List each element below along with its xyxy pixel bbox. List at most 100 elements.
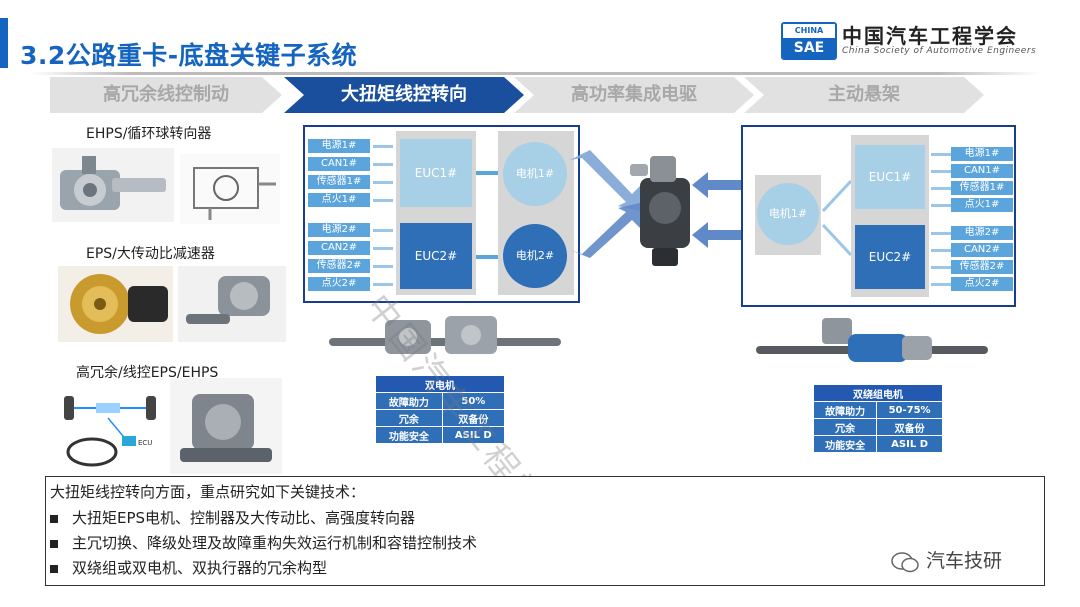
bullet-square-icon (50, 514, 58, 523)
io-can2: CAN2# (308, 241, 370, 255)
dual-winding-rack-image (752, 314, 992, 376)
reducer-icon (178, 266, 286, 342)
tab-label: 高冗余线控制动 (103, 84, 229, 105)
io-ignition2: 点火2# (308, 277, 370, 291)
dual-motor-rack-image (325, 308, 565, 368)
io-ignition1: 点火1# (308, 193, 370, 207)
io-sensor1: 传感器1# (951, 181, 1013, 195)
link-arrow (476, 171, 498, 175)
io-power2: 电源2# (951, 226, 1013, 240)
io-sensor2: 传感器2# (308, 259, 370, 273)
gearbox-sketch-icon (180, 154, 280, 224)
label-eps: EPS/大传动比减速器 (86, 246, 215, 262)
ehps-image (52, 148, 174, 222)
label-redundant: 高冗余/线控EPS/EHPS (76, 365, 219, 381)
io-can1: CAN1# (951, 164, 1013, 178)
wechat-source: 汽车技研 (890, 546, 1002, 574)
tab-label: 大扭矩线控转向 (341, 84, 467, 105)
ecu-label: ECU (138, 439, 152, 447)
logo-bottom-text: SAE (783, 38, 835, 58)
flow-arrows (570, 150, 760, 258)
motor-icon (58, 266, 173, 342)
accent-bar (0, 18, 8, 68)
euc2-block: EUC2# (400, 223, 472, 289)
io-sensor2: 传感器2# (951, 260, 1013, 274)
io-power1: 电源1# (951, 147, 1013, 161)
eps-motor-image (58, 266, 173, 342)
io-power2: 电源2# (308, 223, 370, 237)
actuator-icon (170, 378, 282, 474)
motor1-block: 电机1# (503, 142, 567, 206)
tab-edrive[interactable]: 高功率集成电驱 (514, 77, 754, 113)
bullet-item: 大扭矩EPS电机、控制器及大传动比、高强度转向器 (50, 507, 415, 528)
org-name-cn: 中国汽车工程学会 (842, 24, 1018, 48)
io-can2: CAN2# (951, 243, 1013, 257)
euc1-block: EUC1# (400, 139, 472, 207)
bullet-square-icon (50, 564, 58, 573)
bullet-square-icon (50, 539, 58, 548)
link-arrows (821, 179, 853, 257)
spec-key: 冗余 (812, 418, 878, 436)
reducer-image (178, 266, 286, 342)
bullet-text: 主冗切换、降级处理及故障重构失效运行机制和容错控制技术 (72, 534, 478, 552)
tab-brake[interactable]: 高冗余线控制动 (50, 77, 282, 113)
actuator-assembly-icon (630, 156, 690, 266)
spec-value: 双备份 (876, 418, 943, 436)
euc2-block: EUC2# (855, 225, 925, 289)
io-sensor1: 传感器1# (308, 175, 370, 189)
io-ignition1: 点火1# (951, 198, 1013, 212)
bullet-text: 双绕组或双电机、双执行器的冗余构型 (72, 559, 328, 577)
euc1-block: EUC1# (855, 145, 925, 209)
tab-steering[interactable]: 大扭矩线控转向 (284, 77, 524, 113)
bullet-text: 大扭矩EPS电机、控制器及大传动比、高强度转向器 (72, 509, 416, 527)
tab-label: 高功率集成电驱 (571, 84, 697, 105)
sae-logo: CHINA SAE (781, 22, 837, 60)
steering-rack-icon (756, 318, 988, 362)
bullet-item: 主冗切换、降级处理及故障重构失效运行机制和容错控制技术 (50, 532, 477, 553)
link-arrow (476, 255, 498, 259)
io-ignition2: 点火2# (951, 277, 1013, 291)
spec-value: ASIL D (876, 435, 943, 453)
spec-value: ASIL D (441, 426, 506, 444)
steer-by-wire-schematic: ECU (56, 384, 162, 474)
spec-value: 50% (441, 392, 506, 410)
bullet-item: 双绕组或双电机、双执行器的冗余构型 (50, 557, 327, 578)
wechat-label: 汽车技研 (926, 550, 1003, 572)
spec-key: 故障助力 (375, 392, 443, 410)
spec-value: 50-75% (876, 401, 943, 419)
tab-label: 主动悬架 (828, 84, 900, 105)
dual-winding-system: 电机1# EUC1# EUC2# 电源1# CAN1# 传感器1# 点火1# 电… (741, 125, 1016, 307)
tab-suspension[interactable]: 主动悬架 (744, 77, 984, 113)
schematic-icon: ECU (56, 384, 162, 474)
spec-key: 功能安全 (375, 426, 443, 444)
page-title: 3.2公路重卡-底盘关键子系统 (20, 41, 358, 70)
spec-key: 冗余 (375, 409, 443, 427)
steering-gear-icon (52, 148, 174, 222)
summary-intro: 大扭矩线控转向方面，重点研究如下关键技术： (50, 483, 366, 501)
spec-key: 故障助力 (812, 401, 878, 419)
wechat-icon (891, 551, 919, 572)
table-title: 双绕组电机 (813, 384, 943, 402)
table-row: 冗余双备份 (812, 418, 943, 436)
spec-key: 功能安全 (812, 435, 878, 453)
dual-winding-motor: 电机1# (757, 183, 819, 245)
recirculating-ball-image (180, 154, 280, 224)
dual-motor-system: 电源1# CAN1# 传感器1# 点火1# 电源2# CAN2# 传感器2# 点… (303, 125, 580, 303)
header-divider (30, 72, 1040, 75)
redundant-eps-image (170, 378, 282, 474)
steering-rack-icon (329, 316, 561, 354)
io-power1: 电源1# (308, 139, 370, 153)
steering-actuator-image (622, 148, 704, 272)
logo-top-text: CHINA (783, 24, 835, 38)
label-ehps: EHPS/循环球转向器 (86, 126, 212, 142)
table-row: 冗余双备份 (375, 409, 506, 427)
org-name-en: China Society of Automotive Engineers (842, 46, 1037, 56)
summary-box: 大扭矩线控转向方面，重点研究如下关键技术： 大扭矩EPS电机、控制器及大传动比、… (45, 476, 1045, 586)
io-can1: CAN1# (308, 157, 370, 171)
